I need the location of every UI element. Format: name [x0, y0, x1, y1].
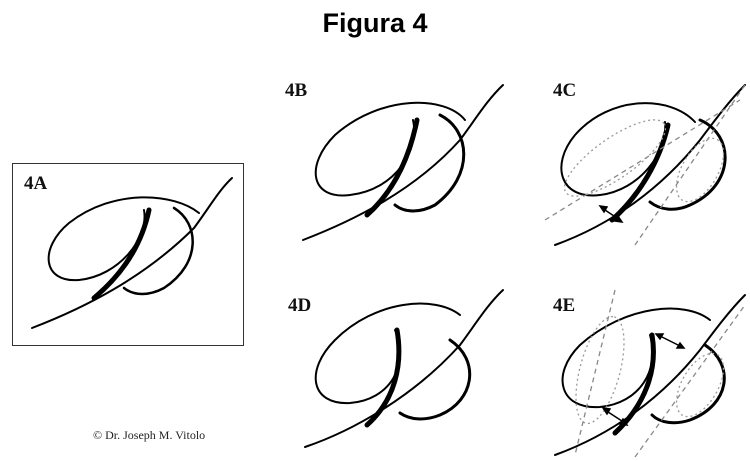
figure-title: Figura 4: [0, 8, 750, 39]
panel-4c-letter-p-with-guides: [540, 80, 750, 255]
panel-4e-letter-p-with-guides: [540, 285, 750, 461]
panel-4b-letter-p: [295, 80, 510, 250]
panel-4a-letter-p: [24, 168, 239, 338]
panel-4d-letter-p: [295, 285, 510, 455]
copyright-credit: © Dr. Joseph M. Vitolo: [93, 428, 205, 443]
